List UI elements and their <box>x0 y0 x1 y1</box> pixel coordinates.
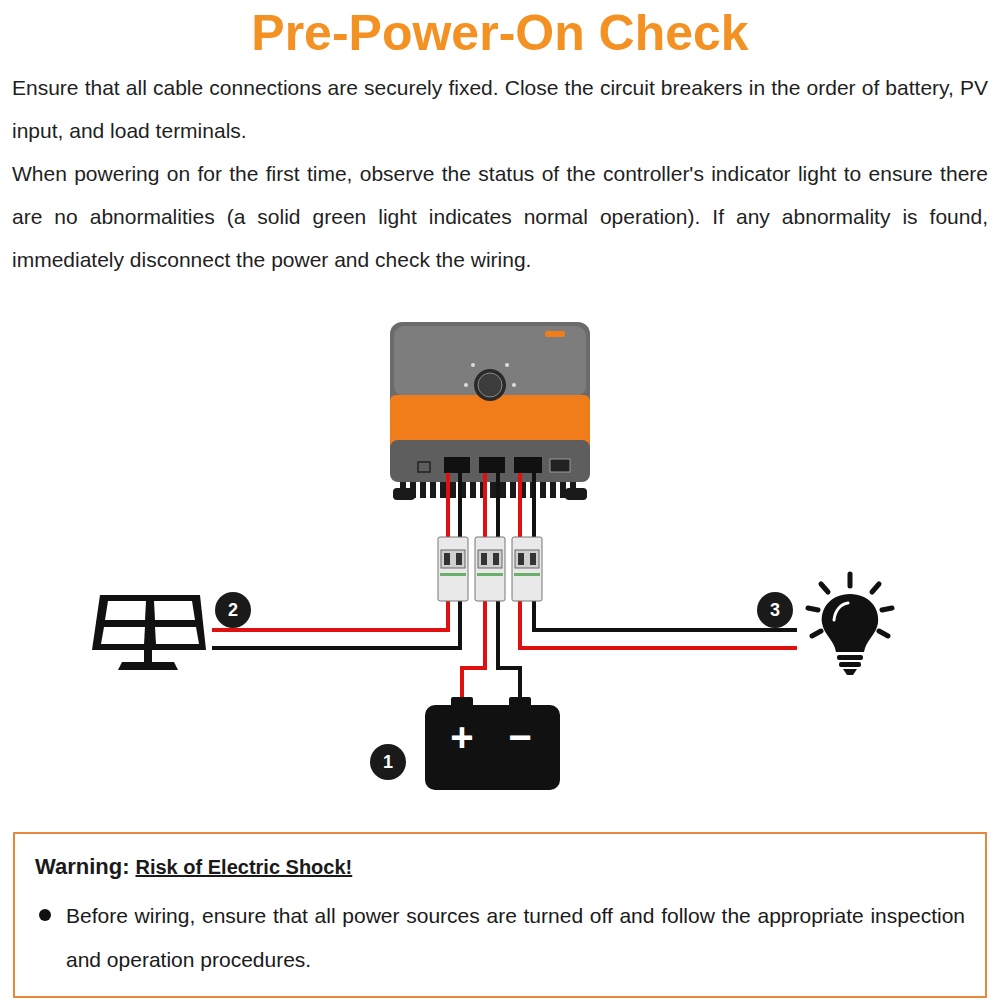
warning-subtitle: Risk of Electric Shock! <box>136 856 353 878</box>
instruction-paragraph: When powering on for the first time, obs… <box>12 152 988 281</box>
polarity-sign: + <box>450 717 473 757</box>
instruction-paragraph: Ensure that all cable connections are se… <box>12 66 988 152</box>
callout-text: 3 <box>770 600 780 621</box>
battery-symbol: +− <box>425 705 560 790</box>
page-title: Pre-Power-On Check <box>0 4 1000 62</box>
callout-number: 1 <box>370 744 406 780</box>
wires <box>212 473 797 702</box>
warning-bullet: Before wiring, ensure that all power sou… <box>35 894 965 982</box>
callout-number: 2 <box>215 592 251 628</box>
breakers <box>438 537 542 601</box>
callout-number: 3 <box>757 592 793 628</box>
solar-panel <box>92 595 206 670</box>
warning-text: Before wiring, ensure that all power sou… <box>66 904 965 971</box>
warning-box: Warning: Risk of Electric Shock! Before wi… <box>13 832 987 998</box>
light-bulb-body <box>822 594 878 675</box>
bullet-dot <box>39 909 51 921</box>
callout-text: 2 <box>228 600 238 621</box>
controller <box>390 322 590 500</box>
polarity-sign: − <box>508 717 531 757</box>
warning-heading-row: Warning: Risk of Electric Shock! <box>35 854 965 880</box>
callout-text: 1 <box>383 752 393 773</box>
warning-label: Warning: <box>35 854 130 879</box>
